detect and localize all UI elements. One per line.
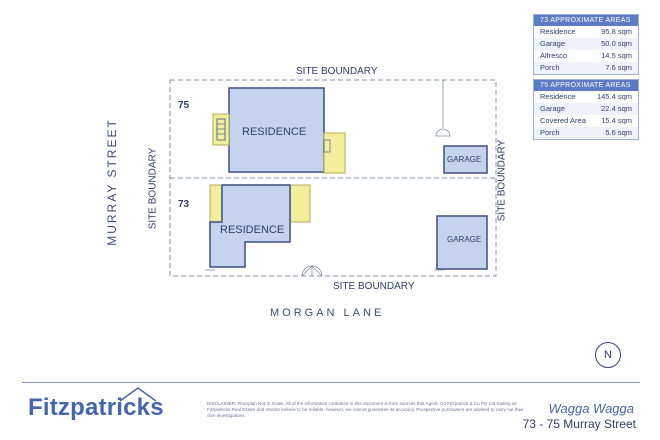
porch-75-steps bbox=[216, 118, 226, 141]
morgan-lane-label: MORGAN LANE bbox=[270, 307, 385, 319]
disclaimer-text: DISCLAIMER: Floorplan Not to Scale. All … bbox=[207, 401, 524, 418]
areas-table-75-title: 75 APPROXIMATE AREAS bbox=[534, 80, 638, 91]
north-arrow-icon: N bbox=[595, 342, 621, 368]
gate-75 bbox=[435, 128, 451, 137]
footer-divider bbox=[22, 382, 640, 383]
murray-street-label: MURRAY STREET bbox=[104, 118, 119, 246]
garage-73 bbox=[436, 215, 488, 270]
residence-75-label: RESIDENCE bbox=[242, 126, 307, 138]
steps-75 bbox=[323, 139, 331, 153]
site-boundary-label-top: SITE BOUNDARY bbox=[296, 66, 378, 77]
residence-75 bbox=[228, 87, 325, 173]
lot-75-label: 75 bbox=[178, 100, 190, 111]
residence-73 bbox=[209, 184, 291, 268]
garage-75-label: GARAGE bbox=[447, 155, 482, 164]
garage-75 bbox=[443, 145, 488, 174]
covered-area-75 bbox=[323, 132, 346, 174]
residence-73-label: RESIDENCE bbox=[220, 224, 285, 236]
brand-logo: Fitzpatricks bbox=[28, 394, 164, 421]
gate-73 bbox=[301, 265, 323, 277]
areas-table-73-title: 73 APPROXIMATE AREAS bbox=[534, 15, 638, 26]
site-boundary-label-bottom: SITE BOUNDARY bbox=[333, 281, 415, 292]
property-address: 73 - 75 Murray Street bbox=[522, 417, 636, 431]
brand-roof-icon bbox=[119, 387, 157, 402]
site-boundary-label-left: SITE BOUNDARY bbox=[147, 147, 159, 230]
garage-73-label: GARAGE bbox=[447, 235, 482, 244]
city-name: Wagga Wagga bbox=[548, 401, 634, 416]
site-boundary-label-right: SITE BOUNDARY bbox=[496, 139, 508, 222]
lot-73-label: 73 bbox=[178, 199, 190, 210]
